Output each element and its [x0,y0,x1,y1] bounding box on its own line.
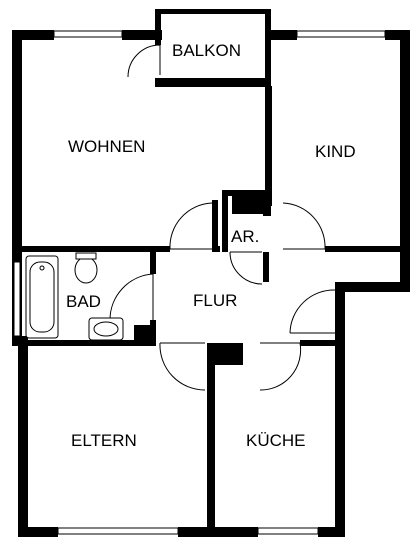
window-wohnen [53,30,123,38]
wall-eltern-kueche [207,345,215,535]
wall-kind-bottom [325,246,410,252]
bathtub-inner [29,261,55,333]
wall-top-left [12,30,54,40]
window-kind [296,30,386,38]
door-swing-eltern [159,342,206,391]
balcony-wall-left [155,9,161,45]
toilet-tank [75,252,97,260]
room-label-ar: AR. [231,227,259,246]
toilet-bowl [74,256,98,284]
wall-right-lower [335,282,345,537]
wall-left [12,30,22,255]
room-label-kind: KIND [315,142,356,161]
wall-ar-top [222,190,272,196]
wall-top-right-2 [385,30,409,40]
wall-kueche-top-block [213,343,243,365]
balcony [155,9,271,89]
door-swing-balkon [127,44,161,78]
inner-walls [22,86,410,535]
door-swing-bad [109,273,154,321]
wall-kueche-top-right [300,340,345,346]
wall-bottom-left [18,527,58,537]
wall-bad-right-upper [150,252,156,274]
window-kueche [257,527,319,535]
wall-ar-right-lower [263,252,269,282]
door-swing-flur-right [289,289,336,334]
wall-bottom-right [318,527,345,537]
window-eltern [57,527,179,535]
door-swing-kind [282,202,326,250]
wall-top-left-2 [122,30,162,40]
door-swing-kueche [259,342,302,391]
door-swing-wohnen [169,202,213,250]
balcony-wall-bottom [155,78,271,87]
wall-bad-bottom [22,340,156,346]
balcony-wall-right [265,9,271,89]
wall-wohnen-kind [265,86,272,206]
wall-step-horizontal [335,282,410,292]
room-label-kueche: KÜCHE [246,431,306,450]
wall-bottom-mid [178,527,258,537]
wall-left-lower [18,336,28,536]
window-bad [13,261,21,337]
balcony-wall-top [155,9,271,14]
door-swings [109,44,336,391]
wall-top-right [265,30,297,40]
room-label-flur: FLUR [193,291,237,310]
wall-wohnen-bottom-left [22,246,170,252]
bathroom-fixtures [25,252,124,341]
room-label-wohnen: WOHNEN [68,137,145,156]
room-label-bad: BAD [66,292,101,311]
bathtub-drain [39,265,45,271]
room-label-eltern: ELTERN [71,431,137,450]
sink-basin [93,321,119,337]
wall-right-upper [400,30,410,290]
wall-ar-left [212,200,218,252]
room-label-balkon: BALKON [172,41,241,60]
wall-ar-top-block [232,194,268,214]
door-swing-ar [229,251,263,285]
room-labels: BALKON WOHNEN KIND AR. BAD FLUR ELTERN K… [66,41,356,450]
wall-ar-right [263,196,271,216]
wall-kueche-top-left [207,343,217,351]
outer-walls [12,30,410,537]
wall-ar-inner [222,194,228,252]
